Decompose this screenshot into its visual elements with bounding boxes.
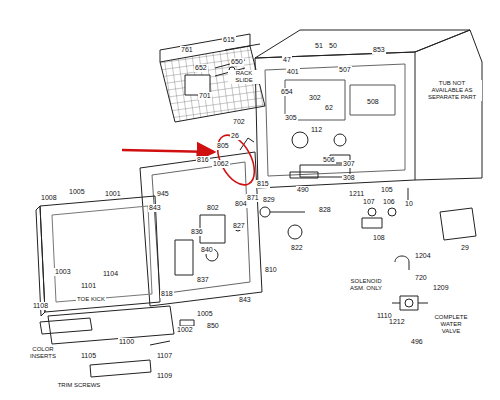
callout-number: 654 — [280, 88, 294, 96]
callout-number: 496 — [410, 338, 424, 346]
callout-number: 105 — [380, 186, 394, 194]
callout-number: 761 — [180, 46, 194, 54]
callout-number: 871 — [246, 194, 260, 202]
callout-number: 615 — [222, 36, 236, 44]
callout-number: 1104 — [102, 270, 119, 278]
callout-number: 10 — [404, 200, 414, 208]
callout-number: 1204 — [414, 252, 432, 260]
callout-number: 112 — [310, 126, 323, 134]
part-note: SOLENOID ASM. ONLY — [346, 278, 386, 292]
callout-number: 1005 — [196, 310, 214, 318]
callout-number: 843 — [238, 296, 252, 304]
callout-number: 307 — [342, 160, 356, 168]
callout-number: 828 — [318, 206, 332, 214]
callout-number: 107 — [362, 198, 376, 206]
part-note: TUB NOT AVAILABLE AS SEPARATE PART — [422, 80, 482, 101]
callout-number: 816 — [196, 156, 210, 164]
callout-number: 1107 — [156, 352, 173, 360]
callout-number: 108 — [372, 234, 386, 242]
callout-number: 50 — [328, 42, 338, 50]
callout-number: 302 — [308, 94, 322, 102]
callout-number: 47 — [282, 56, 292, 64]
callout-number: 802 — [206, 204, 220, 212]
callout-number: 836 — [190, 228, 204, 236]
callout-number: 507 — [338, 66, 352, 74]
callout-number: 1008 — [40, 194, 58, 202]
callout-number: 1105 — [80, 352, 97, 360]
callout-number: 308 — [342, 174, 356, 182]
callout-number: 650 — [230, 58, 244, 66]
part-note: COLOR INSERTS — [26, 346, 60, 360]
callout-number: 62 — [324, 104, 334, 112]
callout-number: 1002 — [176, 326, 194, 334]
callout-number: 652 — [194, 64, 208, 72]
toe-kick — [40, 306, 194, 377]
outer-door-panel — [36, 196, 160, 316]
callout-number: 827 — [232, 222, 246, 230]
callout-number: 818 — [160, 290, 174, 298]
callout-number: 720 — [414, 274, 428, 282]
part-note: RACK SLIDE — [228, 70, 260, 84]
inner-door — [140, 138, 318, 306]
callout-number: 305 — [284, 114, 298, 122]
callout-number: 945 — [156, 190, 170, 198]
tub — [255, 30, 482, 188]
callout-number: 51 — [314, 42, 324, 50]
callout-number: 1001 — [104, 190, 122, 198]
callout-number: 1108 — [32, 302, 49, 310]
callout-number: 490 — [296, 186, 310, 194]
callout-number: 815 — [256, 180, 270, 188]
callout-number: 508 — [366, 98, 380, 106]
callout-number: 853 — [372, 46, 386, 54]
callout-number: 29 — [460, 244, 470, 252]
callout-number: 805 — [216, 142, 230, 150]
highlight-marker — [122, 129, 262, 191]
callout-number: 506 — [322, 156, 336, 164]
callout-number: 1109 — [156, 372, 173, 380]
callout-number: 106 — [382, 198, 396, 206]
callout-number: 1212 — [388, 318, 406, 326]
callout-number: 837 — [196, 276, 210, 284]
callout-number: 1100 — [118, 338, 135, 346]
callout-number: 810 — [264, 266, 278, 274]
callout-number: 1003 — [54, 268, 72, 276]
callout-number: 1005 — [68, 188, 86, 196]
callout-number: 401 — [286, 68, 300, 76]
callout-number: 1101 — [80, 282, 97, 290]
callout-number: 850 — [206, 322, 220, 330]
callout-number: 1062 — [212, 160, 230, 168]
part-note: TRIM SCREWS — [56, 382, 102, 389]
callout-number: 822 — [290, 244, 304, 252]
callout-number: 26 — [230, 132, 240, 140]
part-note: TOE KICK — [76, 296, 106, 303]
callout-number: 1209 — [432, 284, 450, 292]
callout-number: 840 — [200, 246, 214, 254]
callout-number: 1211 — [348, 190, 365, 198]
callout-number: 843 — [148, 204, 162, 212]
part-note: COMPLETE WATER VALVE — [430, 314, 472, 335]
callout-number: 804 — [234, 200, 248, 208]
callout-number: 829 — [262, 196, 276, 204]
callout-number: 701 — [198, 92, 212, 100]
dish-rack — [160, 34, 265, 122]
callout-number: 702 — [232, 118, 246, 126]
